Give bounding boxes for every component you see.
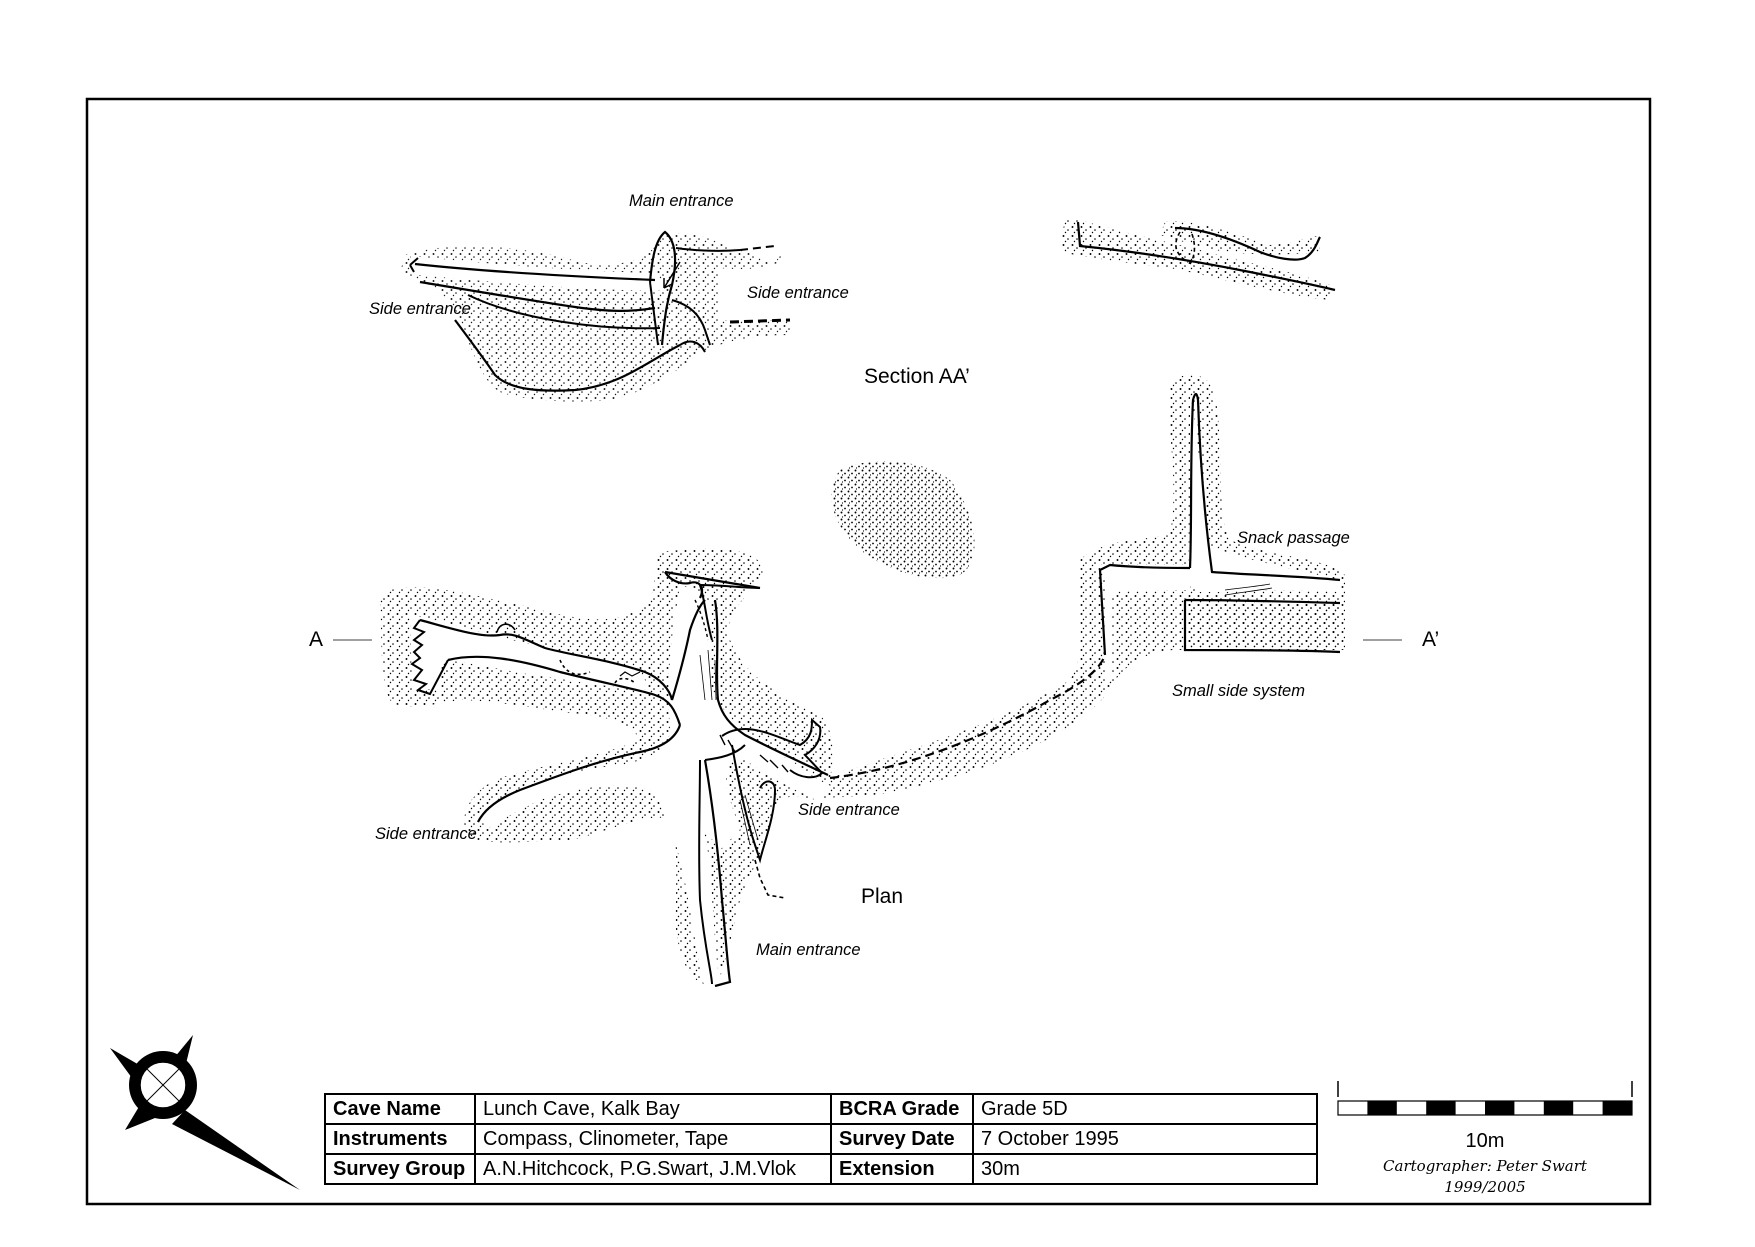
small-side-system-label: Small side system	[1172, 682, 1305, 700]
bcra-grade-label: BCRA Grade	[830, 1093, 974, 1125]
cartographer-credit: Cartographer: Peter Swart	[1383, 1157, 1587, 1175]
section-side-entrance-right-label: Side entrance	[747, 284, 849, 302]
plan-side-entrance-right-label: Side entrance	[798, 801, 900, 819]
instruments-value: Compass, Clinometer, Tape	[474, 1123, 832, 1155]
survey-info-table: Cave Name Lunch Cave, Kalk Bay BCRA Grad…	[324, 1093, 1318, 1185]
extension-label: Extension	[830, 1153, 974, 1185]
extension-value: 30m	[972, 1153, 1318, 1185]
table-row: Instruments Compass, Clinometer, Tape Su…	[324, 1123, 1318, 1155]
scale-bar	[1337, 1081, 1633, 1116]
snack-passage-label: Snack passage	[1237, 529, 1350, 547]
cave-name-value: Lunch Cave, Kalk Bay	[474, 1093, 832, 1125]
map-frame	[85, 97, 1652, 1206]
plan-drawing	[333, 374, 1402, 990]
section-left-part	[400, 230, 791, 402]
section-right-part	[1060, 218, 1336, 300]
scale-segment	[1485, 1101, 1515, 1115]
scale-segment	[1367, 1101, 1397, 1115]
section-title: Section AA’	[864, 365, 970, 388]
rock-boulder	[831, 461, 975, 579]
bcra-grade-value: Grade 5D	[972, 1093, 1318, 1125]
scale-segment	[1543, 1101, 1574, 1115]
section-ref-a: A	[309, 628, 324, 651]
plan-main-entrance-label: Main entrance	[756, 941, 861, 959]
scale-segment	[1426, 1101, 1456, 1115]
survey-date-value: 7 October 1995	[972, 1123, 1318, 1155]
survey-group-label: Survey Group	[324, 1153, 476, 1185]
scale-segment	[1602, 1101, 1632, 1115]
table-row: Cave Name Lunch Cave, Kalk Bay BCRA Grad…	[324, 1093, 1318, 1125]
section-main-entrance-label: Main entrance	[629, 192, 734, 210]
table-row: Survey Group A.N.Hitchcock, P.G.Swart, J…	[324, 1153, 1318, 1185]
credit-years: 1999/2005	[1444, 1178, 1526, 1196]
plan-title: Plan	[861, 885, 904, 908]
survey-date-label: Survey Date	[830, 1123, 974, 1155]
north-arrow-icon	[110, 1035, 300, 1190]
survey-group-value: A.N.Hitchcock, P.G.Swart, J.M.Vlok	[474, 1153, 832, 1185]
section-ref-a-prime: A’	[1422, 628, 1440, 651]
instruments-label: Instruments	[324, 1123, 476, 1155]
cave-name-label: Cave Name	[324, 1093, 476, 1125]
scale-label: 10m	[1465, 1130, 1505, 1152]
plan-side-entrance-left-label: Side entrance	[375, 825, 477, 843]
section-side-entrance-left-label: Side entrance	[369, 300, 471, 318]
